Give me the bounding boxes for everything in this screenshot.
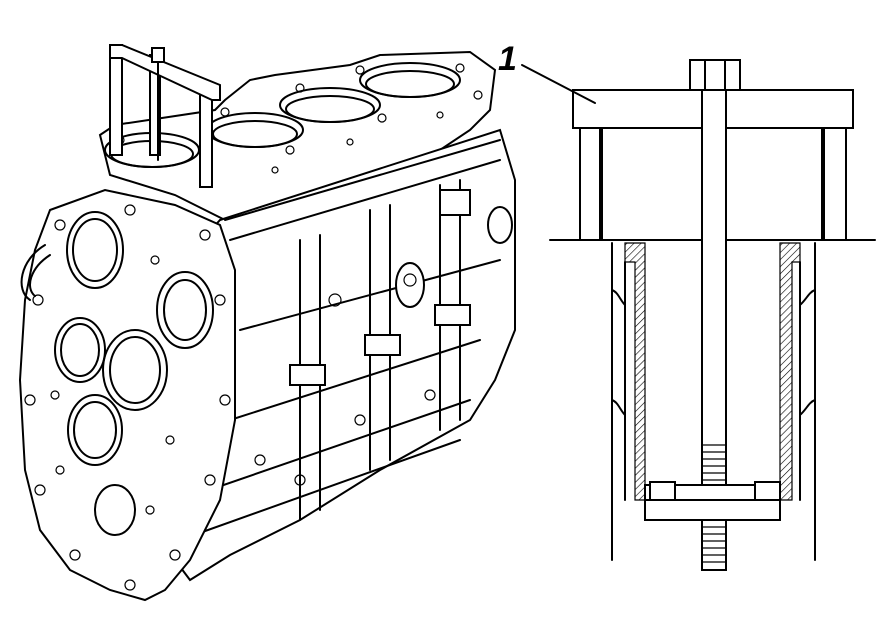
- liner-puller-section-drawing: [549, 59, 876, 571]
- puller-leg-right: [821, 127, 847, 241]
- puller-leg-left: [579, 127, 603, 241]
- liner-wall-right: [779, 242, 801, 501]
- callout-leader-line: [521, 64, 596, 104]
- callout-label-1: 1: [498, 40, 517, 78]
- engine-block-drawing: [18, 44, 516, 602]
- puller-nut: [689, 59, 741, 91]
- liner-wall-left: [624, 242, 646, 501]
